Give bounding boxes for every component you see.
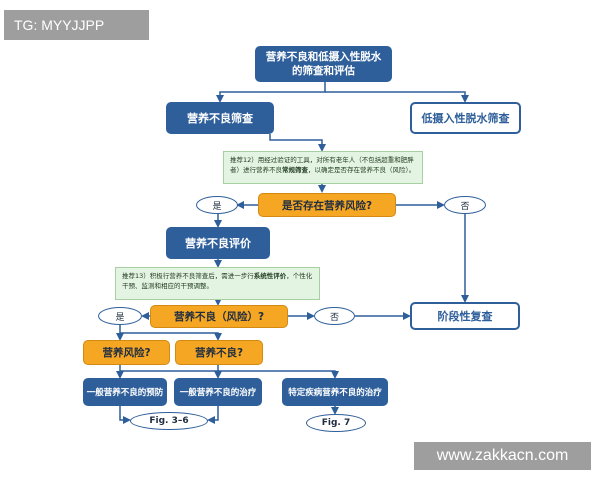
title-box-line2: 的筛查和评估 xyxy=(292,65,355,77)
recommendation-13-line1-prefix: 推荐13）积极行营养不良筛查后，需进一步行 xyxy=(122,272,254,280)
recommendation-13-note: 推荐13）积极行营养不良筛查后，需进一步行系统性评价，个性化 干预、监测和相应的… xyxy=(115,267,320,300)
recommendation-12-note: 推荐12）用经过验证的工具，对所有老年人（不包括超重和肥胖 者）进行营养不良常规… xyxy=(223,151,423,184)
arrow-title-to-screening xyxy=(216,82,326,103)
prevention-label: 一般营养不良的预防 xyxy=(86,388,164,398)
malnutrition-assessment-box: 营养不良评价 xyxy=(166,227,270,259)
decision-malnutrition-branch: 营养不良? xyxy=(175,340,263,365)
no-oval-2-label: 否 xyxy=(329,312,339,323)
watermark-top-left: TG: MYYJJPP xyxy=(4,10,149,40)
disease-treatment-label: 特定疾病营养不良的治疗 xyxy=(288,388,382,398)
watermark-top-left-text: TG: MYYJJPP xyxy=(14,17,105,33)
watermark-bottom-right-text: www.zakkacn.com xyxy=(436,447,569,464)
yes-oval-2-label: 是 xyxy=(115,312,125,323)
decision-malnutrition-risk-label: 营养不良（风险）? xyxy=(173,311,265,323)
decision-nutrition-risk-label: 是否存在营养风险? xyxy=(281,199,373,212)
disease-treatment-box: 特定疾病营养不良的治疗 xyxy=(282,378,388,406)
fig-reference-1: Fig. 3–6 xyxy=(130,412,208,430)
arrow-prevention-to-fig1 xyxy=(119,406,131,424)
fig-reference-2: Fig. 7 xyxy=(306,414,366,432)
watermark-bottom-right: www.zakkacn.com xyxy=(414,442,591,470)
recommendation-12-line2-prefix: 者）进行营养不良 xyxy=(230,166,282,174)
malnutrition-screening-box: 营养不良筛查 xyxy=(166,102,274,134)
recommendation-13-line1: 推荐13）积极行营养不良筛查后，需进一步行系统性评价，个性化 xyxy=(122,271,313,281)
no-oval-2: 否 xyxy=(314,307,355,325)
recommendation-13-line1-suffix: ，个性化 xyxy=(286,272,313,280)
arrow-malnutrition-to-disease xyxy=(218,370,339,379)
yes-oval-1: 是 xyxy=(196,196,238,214)
no-oval-1: 否 xyxy=(444,196,486,214)
arrow-screening-to-note12 xyxy=(269,134,326,152)
decision-malnutrition-branch-label: 营养不良? xyxy=(194,347,244,359)
stage-review-label: 阶段性复查 xyxy=(437,310,493,323)
arrow-treatment-to-fig1 xyxy=(207,406,219,424)
title-box-line1: 营养不良和低摄入性脱水 xyxy=(265,51,382,63)
stage-review-box: 阶段性复查 xyxy=(410,302,520,330)
recommendation-13-bold: 系统性评价 xyxy=(253,272,287,280)
dehydration-screening-label: 低摄入性脱水筛查 xyxy=(421,112,510,125)
fig-reference-1-label: Fig. 3–6 xyxy=(149,416,189,426)
recommendation-12-line2-suffix: ，以确定是否存在营养不良（风险）。 xyxy=(308,166,416,174)
treatment-box: 一般营养不良的治疗 xyxy=(174,378,262,406)
decision-nutrition-risk-branch-label: 营养风险? xyxy=(102,347,151,359)
recommendation-12-line1: 推荐12）用经过验证的工具，对所有老年人（不包括超重和肥胖 xyxy=(230,156,414,164)
treatment-label: 一般营养不良的治疗 xyxy=(179,388,257,398)
decision-nutrition-risk-branch: 营养风险? xyxy=(83,340,170,365)
recommendation-13-line2: 干预、监测和相应的干预调整。 xyxy=(122,282,213,290)
malnutrition-assessment-label: 营养不良评价 xyxy=(185,237,251,250)
decision-malnutrition-risk: 营养不良（风险）? xyxy=(150,305,288,328)
prevention-box: 一般营养不良的预防 xyxy=(83,378,167,406)
yes-oval-2: 是 xyxy=(98,307,142,325)
arrow-yes2-to-branches xyxy=(119,325,222,341)
title-box: 营养不良和低摄入性脱水 的筛查和评估 xyxy=(255,46,392,82)
recommendation-12-line2: 者）进行营养不良常规筛查，以确定是否存在营养不良（风险）。 xyxy=(230,165,416,175)
fig-reference-2-label: Fig. 7 xyxy=(321,418,351,428)
no-oval-1-label: 否 xyxy=(460,201,470,212)
recommendation-12-bold: 常规筛查 xyxy=(282,166,308,174)
dehydration-screening-box: 低摄入性脱水筛查 xyxy=(410,102,521,134)
decision-nutrition-risk: 是否存在营养风险? xyxy=(258,193,396,217)
yes-oval-1-label: 是 xyxy=(212,201,222,212)
arrow-title-to-dehydration xyxy=(325,91,469,103)
arrow-malnutrition-to-treatment xyxy=(120,365,219,372)
malnutrition-screening-label: 营养不良筛查 xyxy=(187,112,253,125)
